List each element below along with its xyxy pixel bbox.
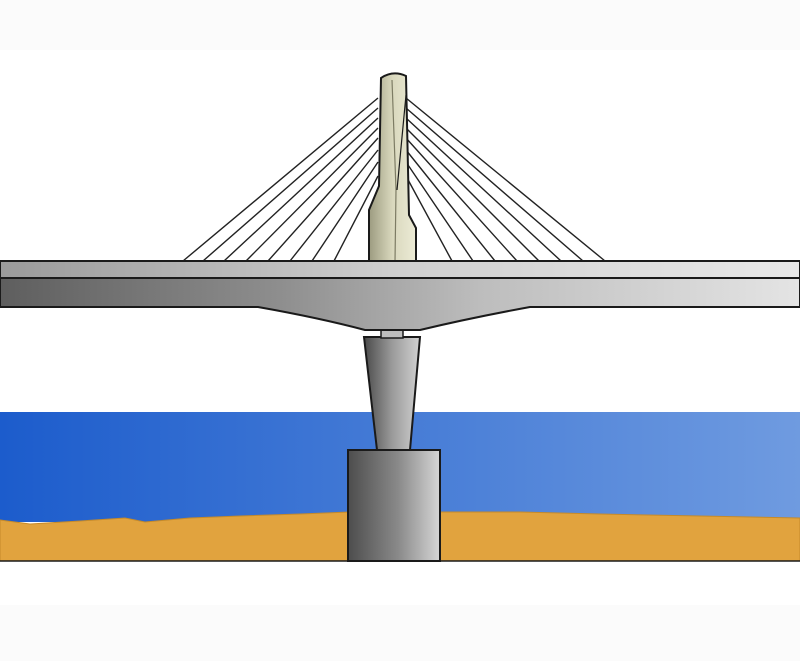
bottom-band: [0, 605, 800, 661]
pylon: [368, 72, 417, 263]
pylon-edge-line: [391, 79, 397, 263]
cables-right: [405, 97, 606, 262]
pier-bearing: [380, 329, 404, 339]
pier-footing: [347, 449, 441, 562]
top-band: [0, 0, 800, 50]
deck-top: [0, 260, 800, 279]
deck-girder: [0, 277, 800, 331]
pylon-face-line: [396, 94, 407, 191]
cables-left: [182, 97, 379, 262]
